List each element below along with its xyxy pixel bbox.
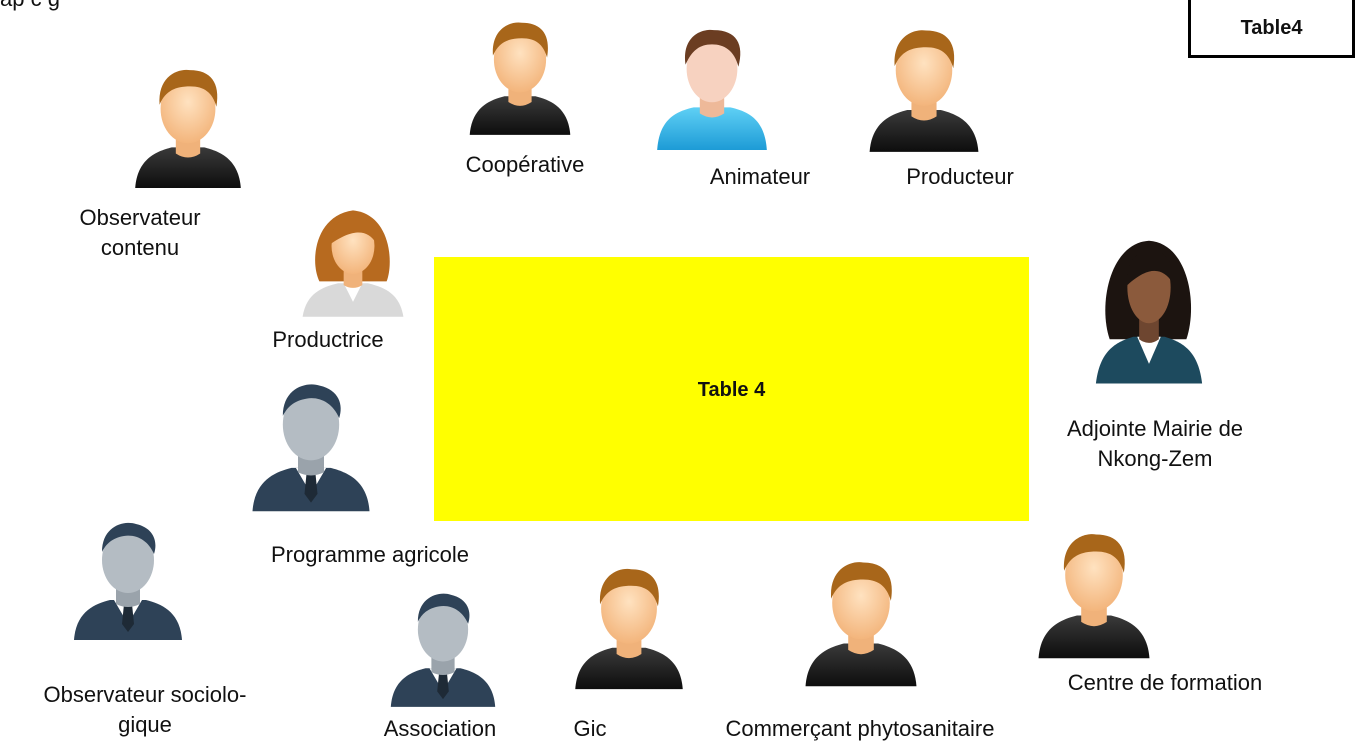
label-observateur-contenu: Observateur contenu	[79, 205, 201, 260]
observateur-sociologique-avatar	[56, 512, 200, 642]
centre-formation-avatar	[1030, 520, 1158, 662]
label-centre-formation: Centre de formation	[1067, 670, 1263, 695]
man-black-shirt-icon	[462, 11, 578, 137]
table-area: Table 4	[434, 257, 1029, 521]
label-cooperative: Coopérative	[465, 152, 585, 177]
corner-table-tag: Table4	[1188, 0, 1355, 58]
label-gic: Gic	[573, 716, 607, 741]
woman-dark-hair-icon	[1090, 226, 1208, 386]
label-adjointe: Adjointe Mairie de Nkong-Zem	[1066, 416, 1244, 471]
top-fragment-text: ap c g	[0, 0, 60, 12]
woman-brown-hair-icon	[297, 196, 409, 320]
animateur-avatar	[650, 20, 774, 152]
producteur-avatar	[860, 18, 988, 154]
adjointe-avatar	[1090, 226, 1208, 386]
cooperative-avatar	[462, 11, 578, 137]
man-suit-icon	[56, 512, 200, 642]
programme-agricole-avatar	[246, 372, 376, 514]
man-black-shirt-icon	[860, 18, 988, 154]
label-association: Association	[383, 716, 497, 741]
man-suit-icon	[385, 576, 501, 716]
man-black-shirt-icon	[117, 58, 259, 190]
label-programme-agricole: Programme agricole	[270, 542, 470, 567]
association-avatar	[385, 576, 501, 716]
man-blue-shirt-icon	[650, 20, 774, 152]
productrice-avatar	[297, 196, 409, 320]
label-productrice: Productrice	[272, 327, 384, 352]
label-commercant-phytosanitaire: Commerçant phytosanitaire	[725, 716, 995, 741]
man-black-shirt-icon	[567, 553, 691, 695]
man-black-shirt-icon	[1030, 520, 1158, 662]
gic-avatar	[567, 553, 691, 695]
man-suit-icon	[246, 372, 376, 514]
label-observateur-sociologique: Observateur sociolo- gique	[43, 682, 247, 737]
label-animateur: Animateur	[709, 164, 811, 189]
observateur-contenu-avatar	[117, 58, 259, 190]
table-label: Table 4	[697, 379, 766, 401]
label-producteur: Producteur	[906, 164, 1014, 189]
commercant-avatar	[797, 548, 925, 690]
man-black-shirt-icon	[797, 548, 925, 690]
